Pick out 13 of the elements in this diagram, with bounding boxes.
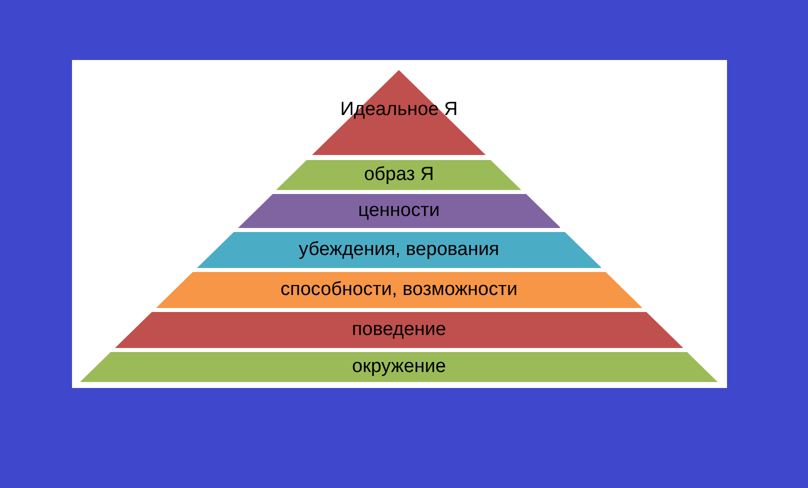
layer-label: способности, возможности	[280, 278, 518, 302]
pyramid-layer	[312, 70, 486, 155]
pyramid-layer	[196, 232, 602, 268]
pyramid-layer	[114, 312, 684, 348]
pyramid-layer	[276, 160, 522, 190]
layer-label: убеждения, верования	[298, 238, 500, 262]
layer-label: поведение	[352, 318, 446, 342]
pyramid-layer	[80, 352, 718, 382]
layer-label: окружение	[352, 355, 446, 379]
pyramid-layer	[156, 272, 642, 308]
layer-label: образ Я	[364, 163, 434, 187]
pyramid-layer	[238, 194, 560, 228]
layer-label: ценности	[358, 199, 440, 223]
